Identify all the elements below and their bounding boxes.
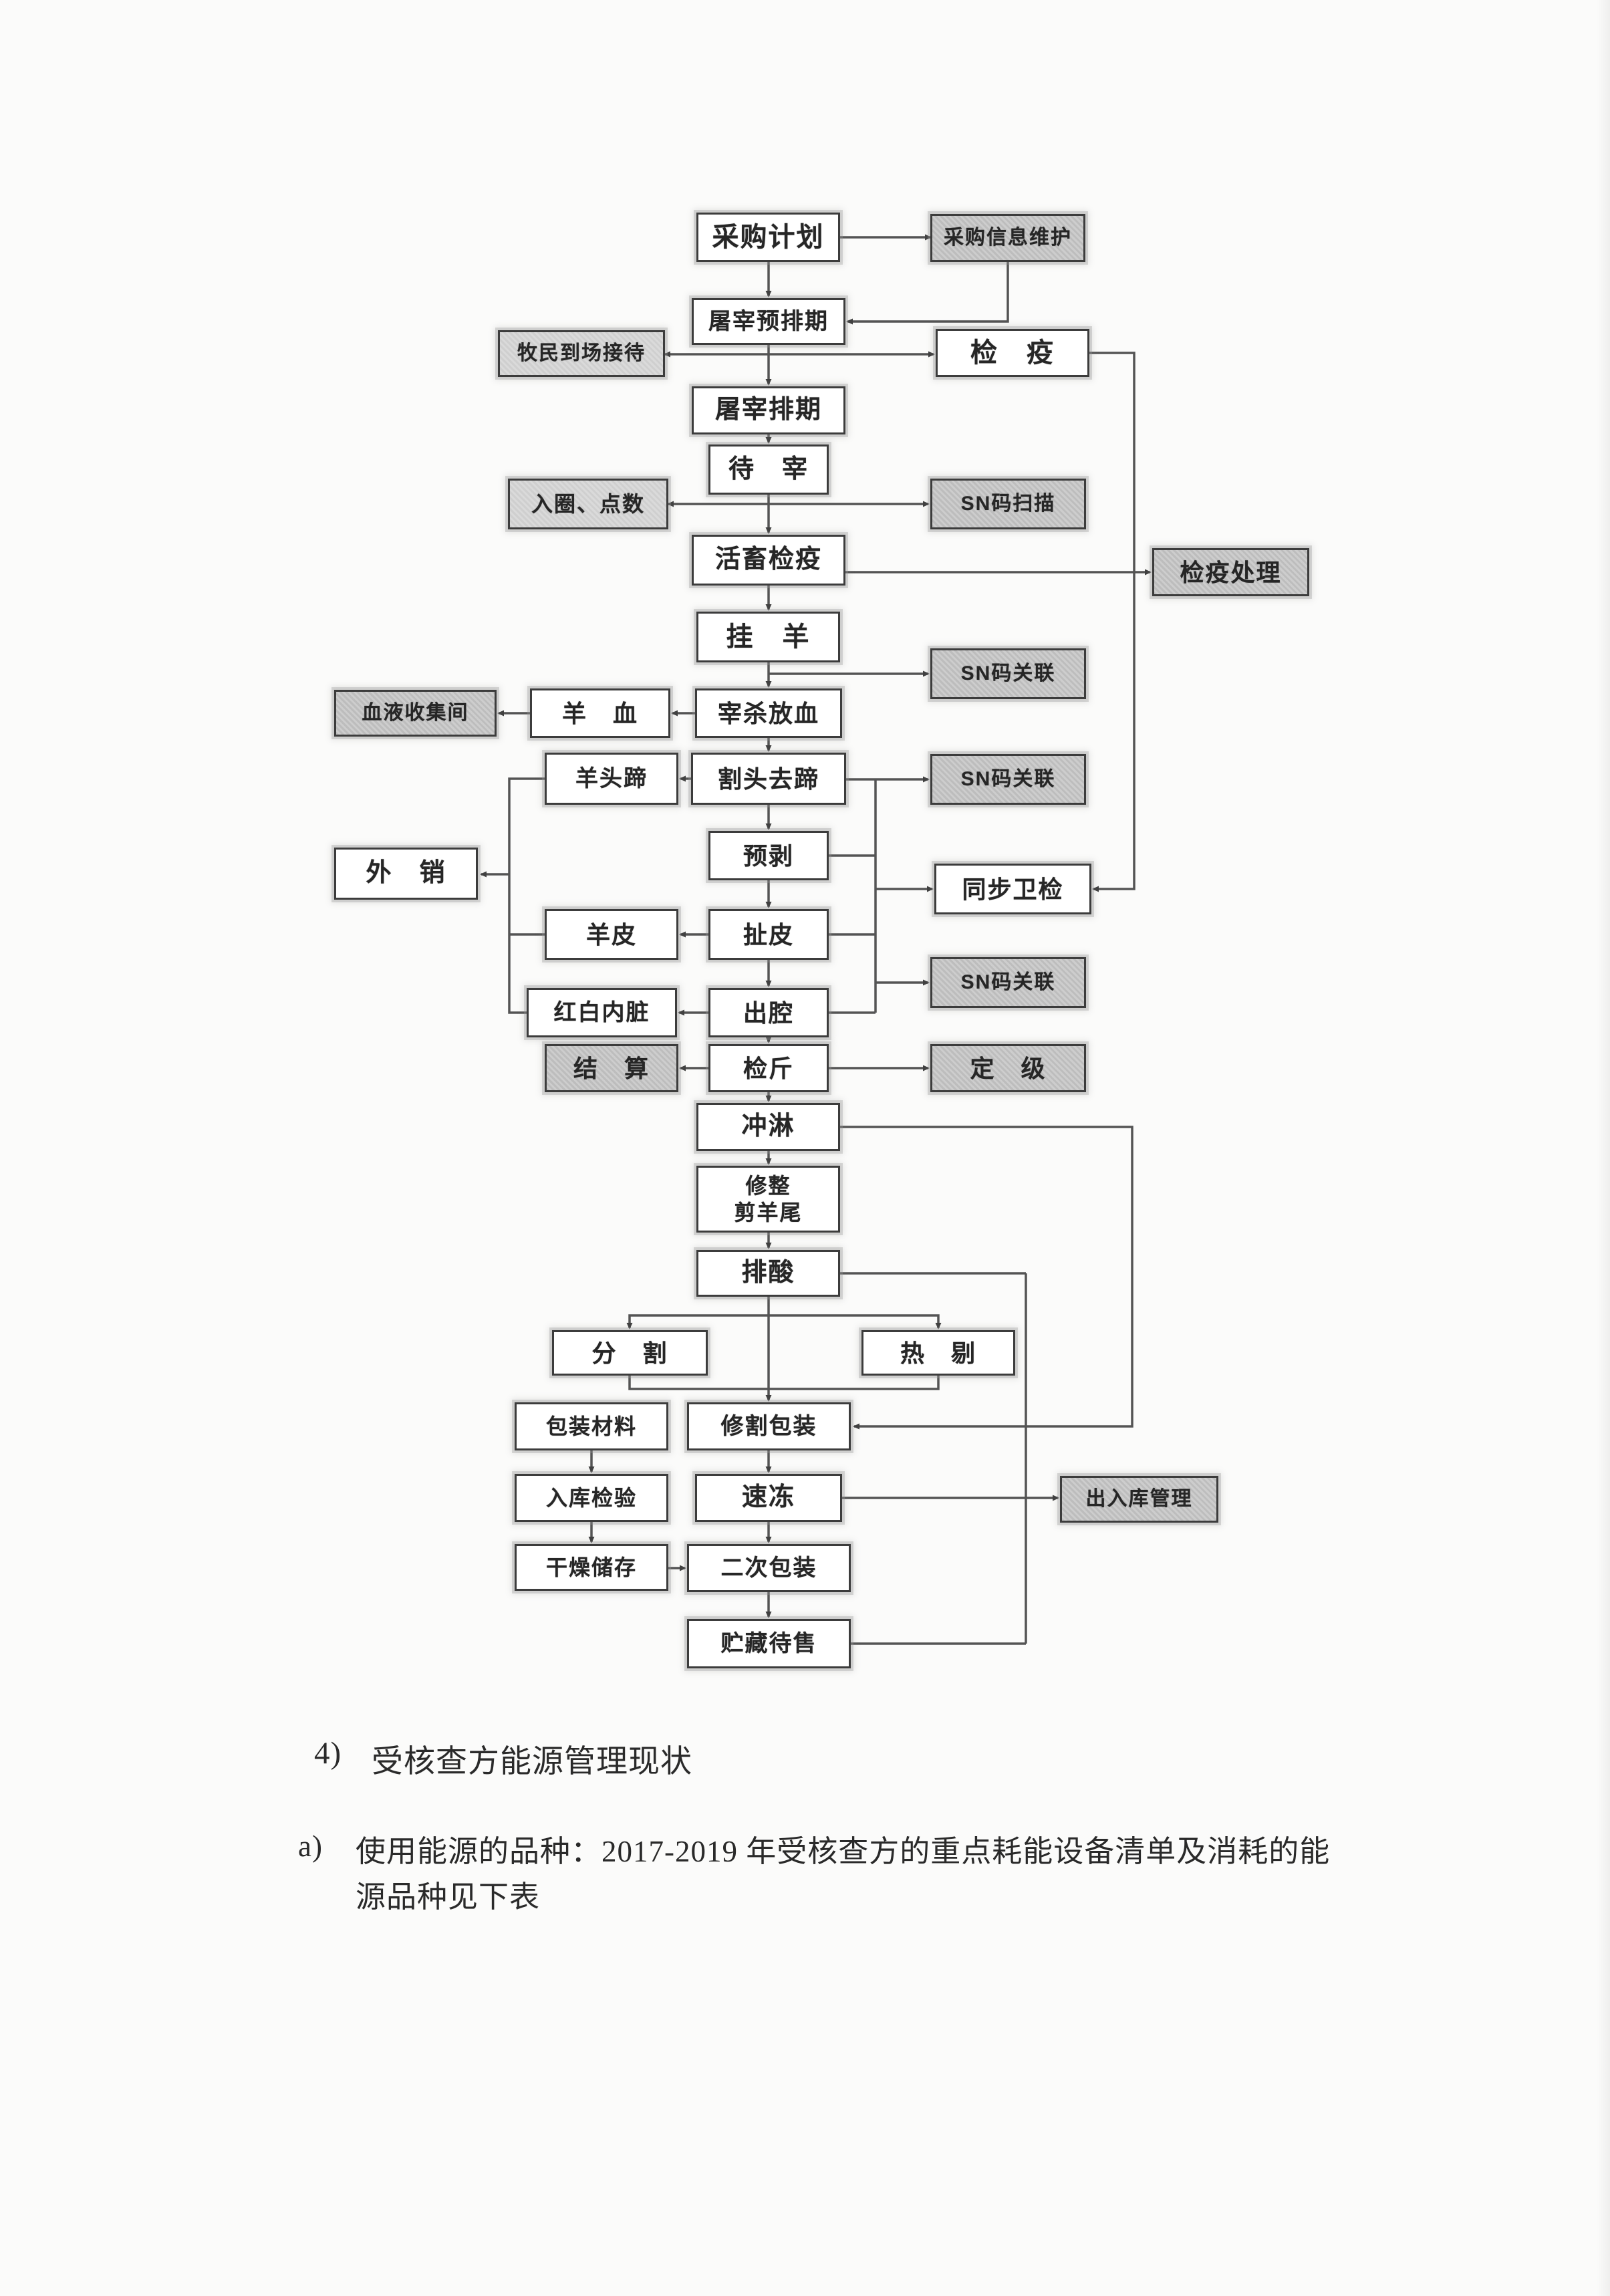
flow-edge-41 — [628, 1376, 769, 1390]
flow-node-sheep-blood: 羊 血 — [530, 688, 670, 738]
flow-edge-2 — [846, 262, 1009, 325]
flow-node-live-animal-quarantine: 活畜检疫 — [692, 535, 845, 586]
flow-node-awaiting-slaughter: 待 宰 — [708, 444, 829, 495]
flow-node-grading: 定 级 — [930, 1044, 1086, 1092]
section-a-marker: a) — [298, 1829, 323, 1863]
flow-node-sheep-head-hooves: 羊头蹄 — [545, 753, 678, 805]
flow-node-secondary-packaging: 二次包装 — [687, 1544, 851, 1592]
flow-node-sn-code-link-1: SN码关联 — [930, 648, 1086, 699]
flow-edge-34 — [840, 1126, 1133, 1430]
flow-node-sn-code-link-2: SN码关联 — [930, 754, 1086, 805]
flow-node-slaughter-pre-schedule: 屠宰预排期 — [692, 298, 845, 345]
flow-node-trimming-tail-cutting: 修整 剪羊尾 — [696, 1166, 840, 1233]
flow-node-rinsing: 冲淋 — [696, 1103, 840, 1151]
flow-node-sheep-skin: 羊皮 — [545, 909, 678, 960]
flow-edge-42 — [769, 1376, 940, 1390]
flow-node-procurement-info-maintenance: 采购信息维护 — [930, 214, 1085, 262]
flow-node-herder-arrival-reception: 牧民到场接待 — [498, 330, 665, 377]
flow-node-slaughter-schedule: 屠宰排期 — [692, 386, 845, 434]
flow-node-slaughter-bleeding: 宰杀放血 — [695, 688, 842, 738]
flow-node-skin-pulling: 扯皮 — [708, 909, 829, 960]
flow-node-sheep-hanging: 挂 羊 — [696, 612, 840, 662]
flow-node-red-white-offal: 红白内脏 — [527, 988, 677, 1037]
flow-node-weighing: 检斤 — [708, 1044, 829, 1092]
flow-node-acid-discharge: 排酸 — [696, 1250, 840, 1297]
flow-node-pen-entry-counting: 入圈、点数 — [508, 479, 668, 529]
flow-edge-22 — [1089, 352, 1135, 892]
section-a-line-2: 源品种见下表 — [356, 1880, 541, 1914]
flow-node-hot-boning: 热 剔 — [861, 1330, 1015, 1376]
section-4-text: 受核查方能源管理现状 — [372, 1745, 692, 1779]
flow-edge-51 — [508, 777, 545, 1014]
flow-node-dry-storage: 干燥储存 — [515, 1544, 668, 1591]
flow-node-settlement: 结 算 — [545, 1044, 678, 1092]
flow-node-quick-freezing: 速冻 — [695, 1474, 842, 1522]
flow-node-sn-code-link-3: SN码关联 — [930, 957, 1086, 1008]
flow-node-trim-packaging: 修割包装 — [687, 1402, 851, 1450]
flow-node-pre-peeling: 预剥 — [708, 831, 829, 880]
section-a-paragraph: a) 使用能源的品种：2017-2019 年受核查方的重点耗能设备清单及消耗的能… — [298, 1829, 1388, 1920]
flow-node-packaging-material: 包装材料 — [515, 1402, 668, 1450]
flow-node-export-sale: 外 销 — [334, 848, 478, 900]
section-a-text: 使用能源的品种：2017-2019 年受核查方的重点耗能设备清单及消耗的能 源品… — [356, 1829, 1388, 1920]
flow-node-in-out-warehouse-management: 出入库管理 — [1060, 1476, 1218, 1523]
flow-node-synchronized-hygiene-inspection: 同步卫检 — [934, 864, 1091, 914]
flow-node-storage-pending-sale: 贮藏待售 — [687, 1619, 851, 1668]
section-a-line-1: 使用能源的品种：2017-2019 年受核查方的重点耗能设备清单及消耗的能 — [356, 1835, 1331, 1868]
flow-node-warehouse-entry-inspection: 入库检验 — [515, 1474, 668, 1522]
flow-node-blood-collection-room: 血液收集间 — [334, 690, 497, 737]
flow-edge-40 — [769, 1314, 942, 1329]
flow-node-procurement-plan: 采购计划 — [696, 213, 840, 262]
flow-node-sn-code-scan: SN码扫描 — [930, 479, 1086, 529]
flow-node-quarantine-treatment: 检疫处理 — [1152, 548, 1309, 596]
flow-edge-39 — [626, 1314, 769, 1329]
flow-node-cutting: 分 割 — [552, 1330, 708, 1376]
section-4-marker: 4) — [314, 1736, 342, 1771]
flow-node-evisceration: 出腔 — [708, 988, 829, 1037]
flow-node-head-hoof-removal: 割头去蹄 — [691, 753, 846, 805]
flow-node-quarantine: 检 疫 — [936, 329, 1089, 377]
section-4-heading: 4) 受核查方能源管理现状 — [314, 1735, 692, 1781]
